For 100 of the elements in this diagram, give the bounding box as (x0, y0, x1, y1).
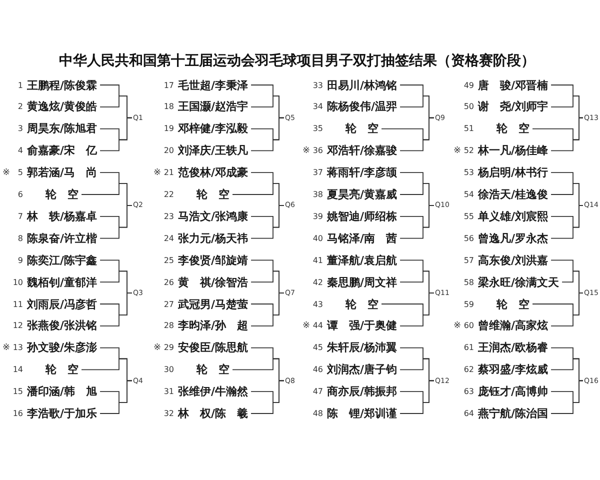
reference-mark: ※ (302, 146, 310, 156)
seed-number: 11 (12, 300, 23, 308)
player-pair: 谢 尧/刘师宇 (478, 99, 548, 114)
player-pair: 刘雨辰/冯彦哲 (27, 296, 98, 312)
player-pair: 唐 骏/邓晋楠 (478, 78, 548, 92)
player-pair: 郭若涵/马 尚 (27, 165, 98, 180)
player-pair: 轮 空 (346, 296, 378, 312)
seed-number: 16 (12, 409, 23, 418)
seed-number: 27 (162, 300, 174, 308)
seed-number: 36 (312, 146, 323, 156)
seed-number: 20 (162, 146, 174, 156)
player-pair: 安俊臣/陈思航 (178, 340, 248, 356)
player-pair: 秦思鹏/周文祥 (327, 274, 398, 290)
seed-number: 49 (462, 80, 474, 90)
bracket-line (550, 380, 584, 414)
bracket-line (550, 117, 584, 152)
player-pair: 毛世超/李秉泽 (178, 78, 248, 92)
seed-number: 60 (462, 321, 474, 330)
seed-number: 1 (16, 80, 23, 90)
seed-number: 25 (162, 256, 174, 265)
player-pair: 李浩歌/于加乐 (27, 406, 98, 421)
seed-number: 31 (162, 387, 174, 396)
seed-number: 14 (12, 365, 23, 374)
seed-number: 9 (16, 256, 23, 265)
player-pair: 商亦辰/韩振邦 (327, 384, 398, 400)
seed-number: 28 (162, 321, 174, 330)
bracket-line (550, 292, 584, 326)
player-pair: 俞嘉豪/宋 亿 (27, 143, 98, 158)
seed-number: 61 (462, 343, 474, 352)
player-pair: 刘润杰/唐子钧 (327, 362, 398, 378)
seed-number: 39 (312, 212, 323, 221)
seed-number: 13 (12, 343, 23, 352)
seed-number: 2 (16, 102, 23, 112)
player-pair: 燕宁航/陈治国 (478, 406, 548, 421)
seed-number: 47 (312, 387, 323, 396)
reference-mark: ※ (2, 168, 10, 178)
player-pair: 陈泉奋/许立楷 (27, 230, 98, 246)
player-pair: 高东俊/刘洪嘉 (478, 252, 548, 268)
player-pair: 轮 空 (496, 296, 530, 312)
reference-mark: ※ (153, 168, 161, 178)
player-pair: 蒋雨轩/李彦颉 (327, 165, 398, 180)
seed-number: 62 (462, 365, 474, 374)
player-pair: 陈杨俊伟/温羿 (327, 99, 398, 114)
seed-number: 24 (162, 234, 174, 243)
player-pair: 潘印涵/韩 旭 (27, 384, 98, 400)
seed-number: 12 (12, 321, 23, 330)
seed-number: 6 (16, 190, 23, 199)
player-pair: 王鹏程/陈俊霖 (27, 78, 98, 92)
bracket-line (100, 117, 132, 152)
player-pair: 李俊贤/邹旋靖 (178, 252, 248, 268)
bracket-line (100, 205, 132, 239)
reference-mark: ※ (2, 342, 10, 353)
seed-number: 29 (162, 343, 174, 352)
player-pair: 邓梓健/李泓毅 (178, 121, 248, 136)
seed-number: 38 (312, 190, 323, 199)
seed-number: 48 (312, 409, 323, 418)
player-pair: 轮 空 (46, 187, 78, 202)
player-pair: 黄 祺/徐智浩 (178, 274, 248, 290)
seed-number: 45 (312, 343, 323, 352)
player-pair: 李昀泽/孙 超 (178, 318, 248, 334)
seed-number: 32 (162, 409, 174, 418)
seed-number: 7 (16, 212, 23, 221)
player-pair: 曾逸凡/罗永杰 (478, 230, 548, 246)
bracket-line (250, 205, 284, 239)
player-pair: 魏栢钊/童郁洋 (27, 274, 98, 290)
seed-number: 44 (312, 321, 323, 330)
seed-number: 26 (162, 278, 174, 287)
seed-number: 33 (312, 80, 323, 90)
player-pair: 武冠男/马楚萤 (178, 296, 248, 312)
bracket-line (400, 292, 434, 326)
seed-number: 37 (312, 168, 323, 178)
seed-number: 23 (162, 212, 174, 221)
seed-number: 59 (462, 300, 474, 308)
player-pair: 张维伊/牛瀚然 (178, 384, 248, 400)
seed-number: 30 (162, 365, 174, 374)
seed-number: 35 (312, 124, 323, 134)
player-pair: 姚智迪/师绍栋 (327, 208, 398, 224)
player-pair: 陈 锂/郑训谨 (327, 406, 398, 421)
title: 中华人民共和国第十五届运动会羽毛球项目男子双打抽签结果（资格赛阶段） (58, 52, 536, 70)
player-pair: 刘泽庆/王轶凡 (178, 143, 248, 158)
seed-number: 54 (462, 190, 474, 199)
player-pair: 林一凡/杨佳峰 (478, 143, 548, 158)
player-pair: 夏昊亮/黄嘉威 (327, 187, 398, 202)
seed-number: 10 (12, 278, 23, 287)
player-pair: 王国灏/赵浩宇 (178, 99, 248, 114)
player-pair: 张燕俊/张洪铭 (27, 318, 98, 334)
seed-number: 22 (162, 190, 174, 199)
player-pair: 梁永旺/徐满文天 (478, 274, 560, 290)
player-pair: 单义雄/刘宸熙 (478, 208, 548, 224)
player-pair: 曾维瀚/高家炫 (478, 318, 548, 334)
seed-number: 34 (312, 102, 323, 112)
seed-number: 43 (312, 300, 323, 308)
bracket-line (400, 380, 434, 414)
player-pair: 周昊东/陈旭君 (27, 121, 98, 136)
reference-mark: ※ (453, 146, 461, 156)
seed-number: 46 (312, 365, 323, 374)
seed-number: 5 (16, 168, 23, 178)
player-pair: 杨启明/林书行 (478, 165, 548, 180)
player-pair: 轮 空 (196, 187, 230, 202)
reference-mark: ※ (302, 320, 310, 331)
